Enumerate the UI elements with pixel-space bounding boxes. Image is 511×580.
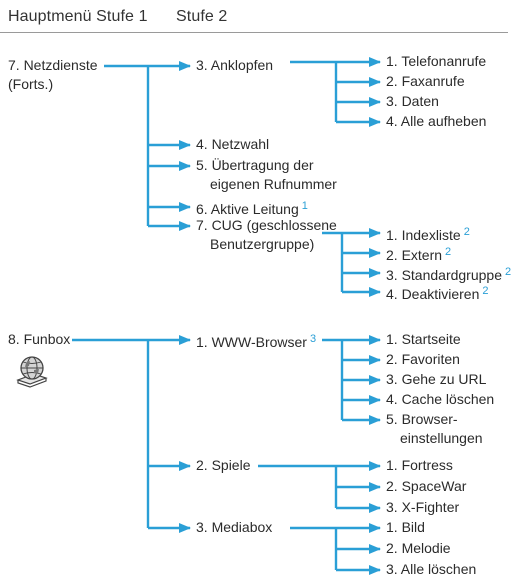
submenu-anklopfen: 3. Anklopfen [196, 57, 274, 73]
menu-netzdienste: 7. Netzdienste [8, 57, 98, 73]
submenu-uebertragung-line2: eigenen Rufnummer [210, 176, 337, 192]
submenu-cug: 7. CUG (geschlossene [196, 217, 337, 233]
funbox-globe-icon [16, 356, 48, 388]
footnote-2: 2 [482, 285, 489, 297]
submenu-cug-line2: Benutzergruppe) [210, 236, 315, 252]
menu-netzdienste-forts: (Forts.) [8, 76, 54, 92]
footnote-2: 2 [445, 246, 452, 258]
item-browser-einstellungen: 5. Browser- [386, 411, 458, 427]
item-browser-einstellungen-line2: einstellungen [400, 430, 483, 446]
item-faxanrufe: 2. Faxanrufe [386, 73, 465, 89]
submenu-spiele: 2. Spiele [196, 457, 251, 473]
submenu-uebertragung: 5. Übertragung der [196, 157, 314, 173]
footnote-2: 2 [504, 266, 511, 278]
item-telefonanrufe: 1. Telefonanrufe [386, 53, 487, 69]
footnote-2: 2 [463, 226, 470, 238]
header-level2: Stufe 2 [176, 8, 228, 25]
item-spacewar: 2. SpaceWar [386, 478, 467, 494]
item-bild: 1. Bild [386, 519, 425, 535]
item-fortress: 1. Fortress [386, 457, 453, 473]
item-favoriten: 2. Favoriten [386, 351, 460, 367]
submenu-netzwahl: 4. Netzwahl [196, 136, 270, 152]
header-divider [0, 32, 508, 33]
item-alle-aufheben: 4. Alle aufheben [386, 113, 487, 129]
menu-funbox: 8. Funbox [8, 331, 71, 347]
submenu-mediabox: 3. Mediabox [196, 519, 273, 535]
item-gehe-zu-url: 3. Gehe zu URL [386, 371, 487, 387]
item-cache-loeschen: 4. Cache löschen [386, 391, 495, 407]
item-x-fighter: 3. X-Fighter [386, 499, 460, 515]
item-melodie: 2. Melodie [386, 540, 451, 556]
item-daten: 3. Daten [386, 93, 439, 109]
header-level1: Hauptmenü Stufe 1 [8, 8, 148, 25]
item-alle-loeschen: 3. Alle löschen [386, 561, 477, 577]
item-startseite: 1. Startseite [386, 331, 461, 347]
footnote-3: 3 [309, 333, 317, 345]
footnote-1: 1 [301, 200, 308, 212]
